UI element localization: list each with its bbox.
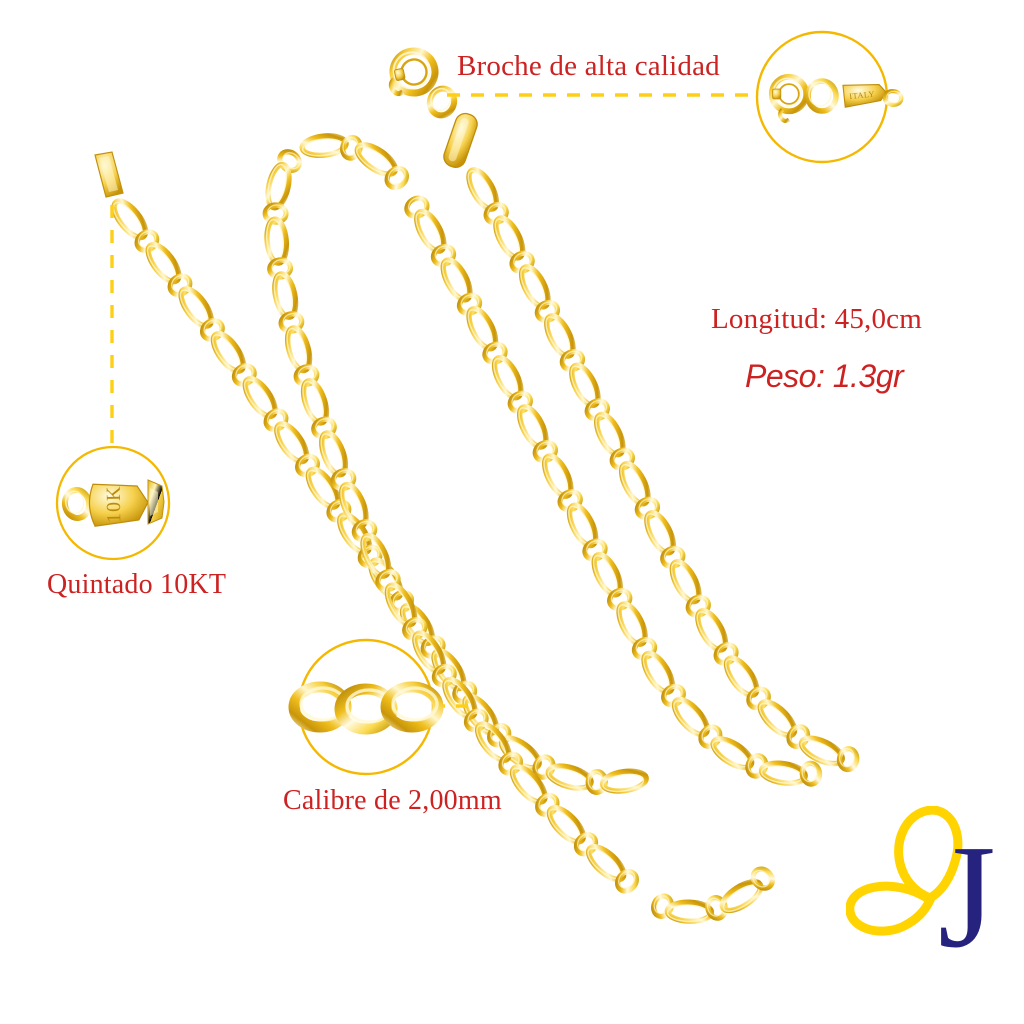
logo-wing-upper	[894, 806, 963, 903]
clasp-assembly	[385, 47, 478, 168]
spec-weight-label: Peso: 1.3gr	[745, 358, 904, 394]
detail-circle-clasp: ITALY	[755, 30, 902, 164]
logo-wing-lower	[846, 881, 936, 936]
annotation-label-gauge: Calibre de 2,00mm	[283, 785, 502, 816]
clasp-italy-stamp: ITALY	[849, 90, 875, 102]
chain-left-end-plate	[94, 151, 124, 198]
karat-stamp: 10K	[103, 485, 126, 523]
butterfly-j-logo: J	[846, 806, 996, 979]
annotation-label-karat: Quintado 10KT	[47, 569, 227, 600]
spec-length-label: Longitud: 45,0cm	[711, 303, 923, 335]
annotation-label-clasp: Broche de alta calidad	[457, 50, 720, 82]
detail-circle-gauge	[288, 638, 444, 776]
logo-letter-j: J	[938, 815, 996, 979]
detail-circle-karat: 10K	[55, 445, 171, 561]
leader-lines	[110, 93, 757, 708]
